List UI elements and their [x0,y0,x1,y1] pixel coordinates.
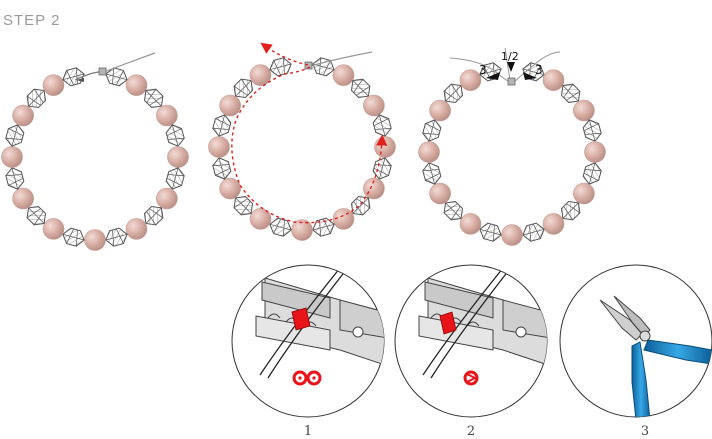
pearl-bead [156,104,178,127]
pearl-bead [12,187,34,210]
pearl-bead [219,177,241,200]
crystal-bead [312,57,335,77]
pearl-bead [42,74,65,96]
crystal-bead [26,205,47,226]
wire-cutter-icon [599,295,712,417]
bead-ring-2 [208,57,396,241]
bead-ring-3 [418,62,606,246]
pearl-bead [429,182,451,205]
marker-arrow [507,62,515,72]
pearl-bead [332,208,355,230]
tool-step-2 [394,264,548,418]
crystal-bead [143,88,164,109]
crystal-bead [443,200,464,221]
crystal-bead [269,217,292,237]
crystal-bead [105,227,128,247]
crimp-bead [304,61,313,70]
marker-arrow [486,72,500,80]
pearl-bead [332,64,355,86]
crystal-bead [143,205,164,226]
crystal-bead [372,157,392,180]
pearl-bead [429,99,451,122]
pearl-bead [249,208,272,230]
pearl-bead [156,187,178,210]
crystal-bead [212,157,232,180]
tool-step-1 [231,264,385,418]
crimp-bead [98,67,107,76]
pearl-bead [542,213,565,235]
crystal-bead [269,57,292,77]
crimp-bead [507,77,516,86]
crystal-bead [350,195,371,216]
pearl-bead [84,229,106,251]
crystal-bead [522,222,545,242]
crystal-bead [560,200,581,221]
pearl-bead [363,94,385,117]
pearl-bead [573,99,595,122]
crystal-bead [62,67,85,87]
crystal-bead [233,78,254,99]
pearl-bead [573,182,595,205]
crimp-shape-icon [292,370,308,386]
crystal-bead [582,119,602,142]
label-center: 1/2 [501,50,519,63]
pearl-bead [459,69,482,91]
label-left: 3 [479,63,487,77]
crimping-pliers-icon [418,267,547,379]
crystal-bead [5,167,25,190]
crystal-bead [62,227,85,247]
crystal-bead [582,162,602,185]
pearl-bead [219,94,241,117]
pearl-bead [363,177,385,200]
crystal-bead [350,78,371,99]
step-title: STEP 2 [3,12,61,29]
pearl-bead [1,146,23,168]
crystal-bead [422,119,442,142]
pearl-bead [208,136,230,158]
crystal-bead [5,124,25,147]
crystal-bead [422,162,442,185]
threading-path [260,42,309,66]
crystal-bead [165,167,185,190]
tool-label-1: 1 [304,424,312,439]
pearl-bead [374,136,396,158]
tool-label-2: 2 [467,424,475,439]
pearl-bead [12,104,34,127]
thread-ring-3: 3 1/2 3 [449,47,561,86]
pearl-bead [125,74,148,96]
pearl-bead [501,224,523,246]
crystal-bead [443,83,464,104]
pearl-bead [542,69,565,91]
crimping-pliers-icon [255,267,384,379]
threading-path [231,66,388,224]
thread-ring-1 [74,52,156,82]
crystal-bead [233,195,254,216]
pearl-bead [459,213,482,235]
pearl-bead [42,218,65,240]
pearl-bead [584,141,606,163]
pearl-bead [125,218,148,240]
crystal-bead [560,83,581,104]
label-right: 3 [535,63,543,77]
bead-ring-1 [1,67,189,251]
pearl-bead [249,64,272,86]
crystal-bead [165,124,185,147]
thread-arrow [76,78,84,82]
pearl-bead [167,146,189,168]
crystal-bead [479,222,502,242]
thread-ring-2 [231,42,388,224]
tool-label-3: 3 [641,424,649,439]
tool-step-3 [559,264,712,418]
crystal-bead [26,88,47,109]
pearl-bead [418,141,440,163]
crystal-bead [372,114,392,137]
crystal-bead [105,67,128,87]
crystal-bead [212,114,232,137]
marker-arrow [523,72,537,80]
